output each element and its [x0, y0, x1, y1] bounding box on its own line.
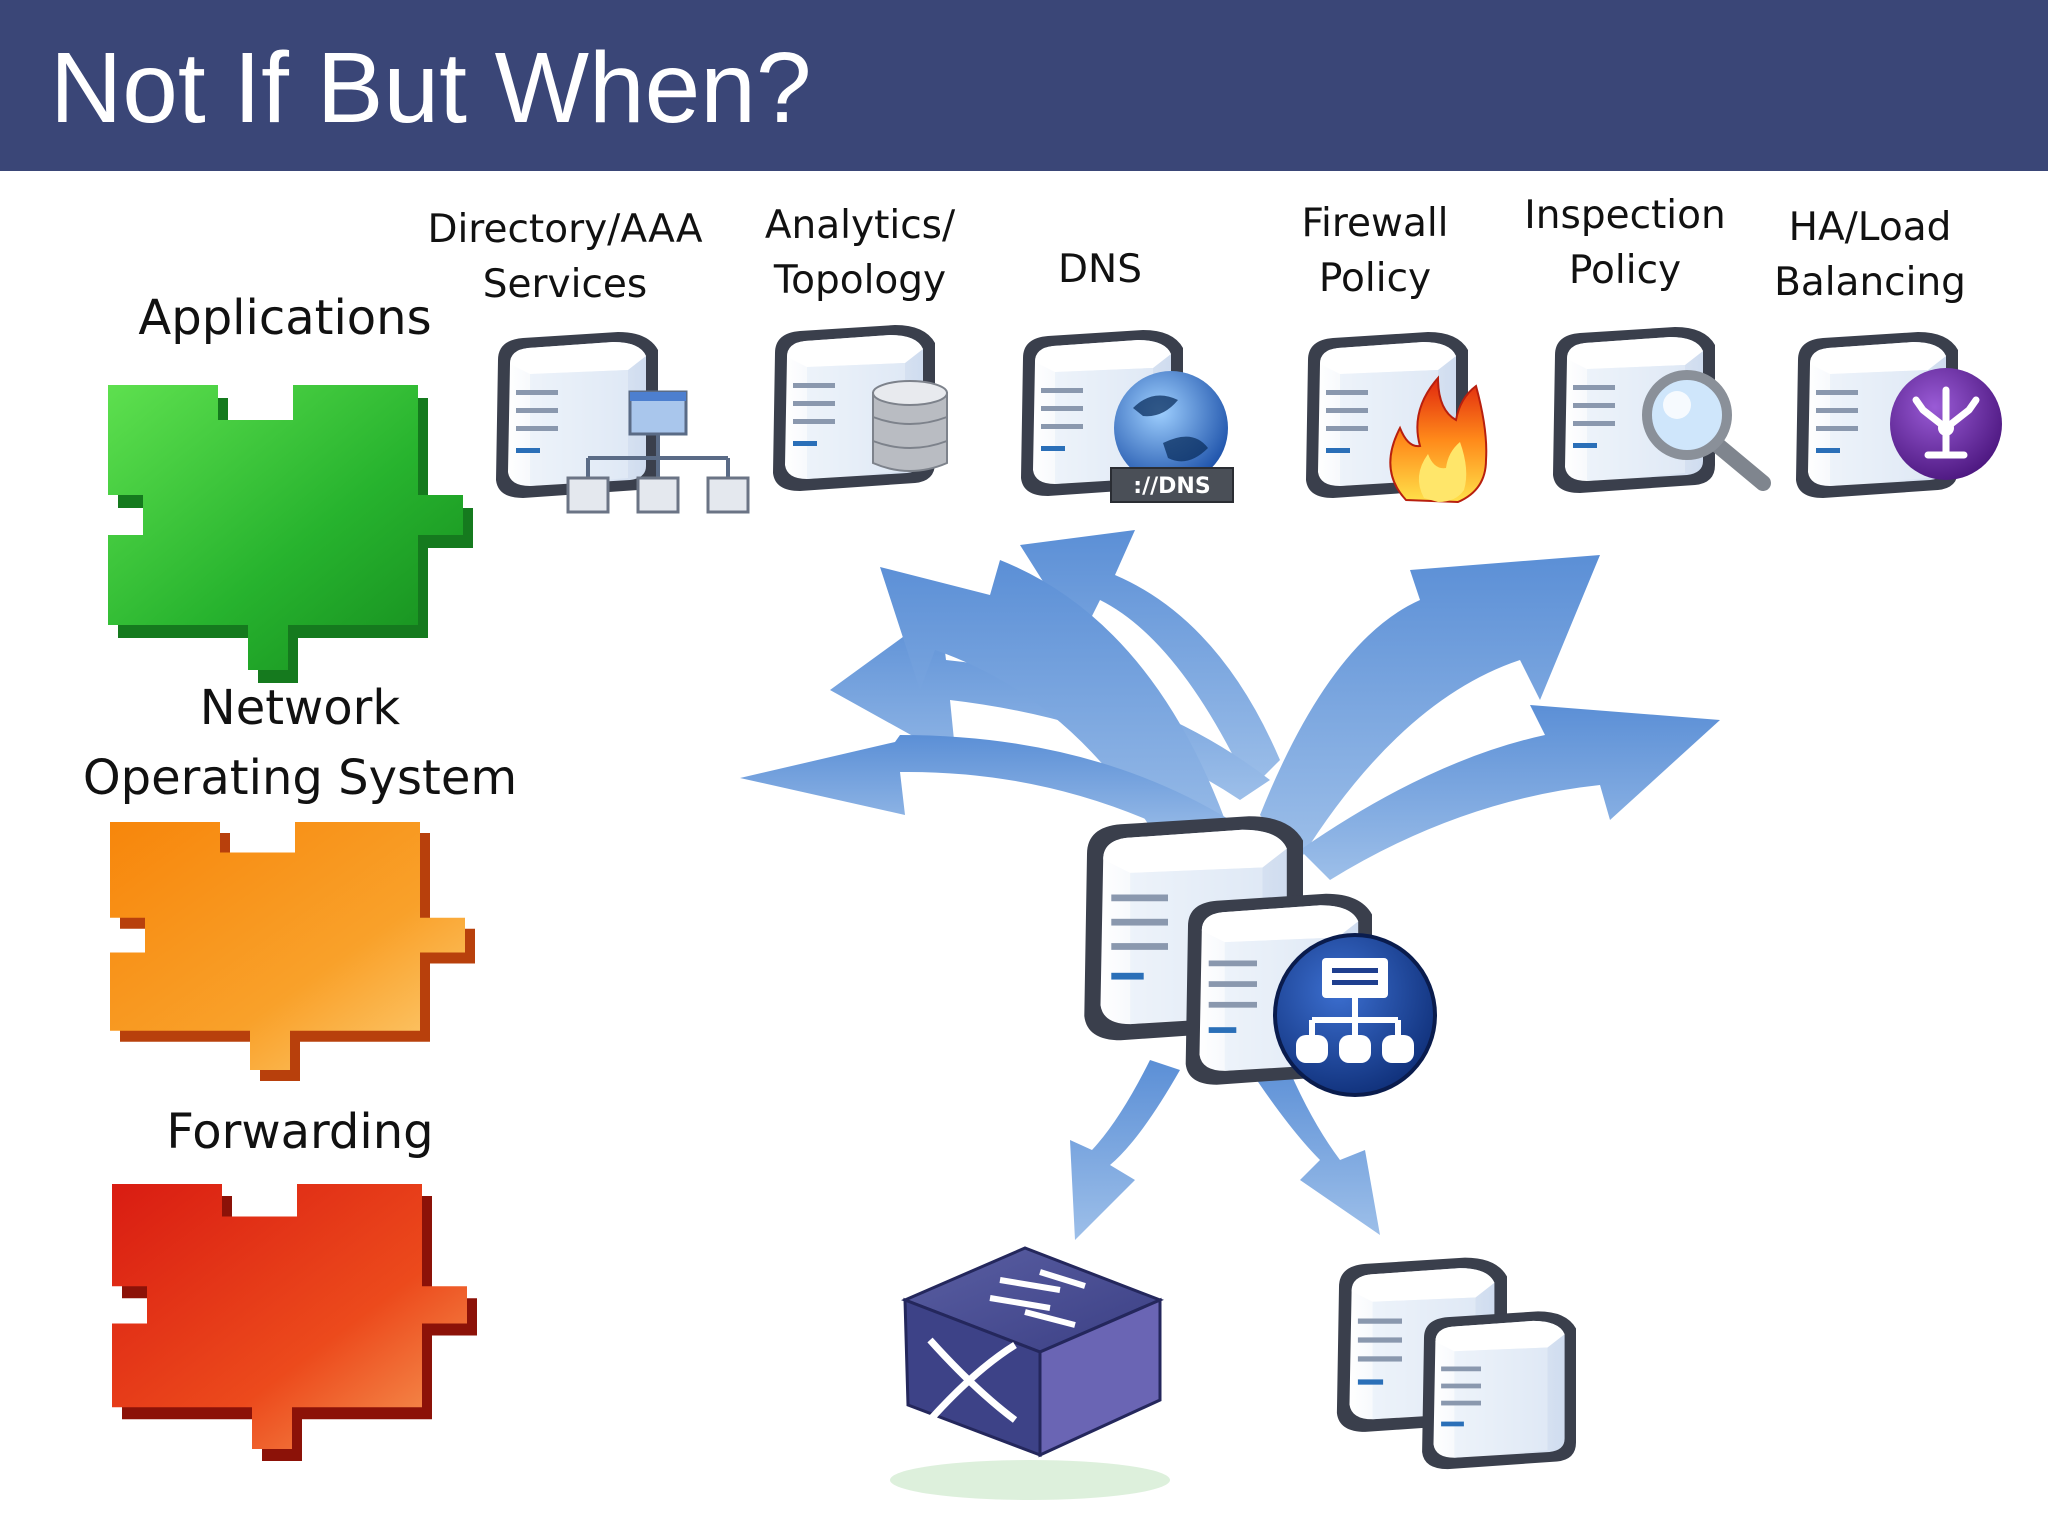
service-label-ha-load-balancing: HA/Load Balancing: [1774, 205, 1966, 306]
slide-title: Not If But When?: [50, 32, 812, 144]
network-controller-icon: [1273, 933, 1437, 1097]
layer-label-forwarding: Forwarding: [166, 1104, 434, 1160]
magnifier-icon: [1642, 370, 1771, 491]
network-switch-icon: [927, 1269, 1086, 1423]
arrows-up: [740, 530, 1720, 1240]
hierarchy-icon: [566, 390, 750, 514]
network-controller: [1084, 816, 1437, 1097]
puzzle-piece-forwarding: [112, 1184, 477, 1462]
server-pair: [1336, 1257, 1576, 1470]
analytics-topology-server: [773, 325, 948, 491]
ha-load-balancing-server: [1796, 332, 2002, 498]
inspection-server: [1553, 327, 1771, 493]
flame-icon: [1389, 375, 1488, 504]
service-label-analytics-topology: Analytics/ Topology: [764, 203, 956, 304]
service-label-inspection-policy: Inspection Policy: [1524, 193, 1726, 294]
server-pair-icon: [1336, 1257, 1576, 1470]
layer-label-applications: Applications: [138, 290, 432, 346]
title-bar: Not If But When?: [0, 0, 2048, 171]
globe-dns-icon: ://DNS: [1110, 371, 1234, 503]
directory-aaa-server: [496, 332, 750, 514]
puzzle-piece-network-os: [110, 822, 475, 1081]
network-switch: [890, 1246, 1170, 1500]
service-label-firewall-policy: Firewall Policy: [1301, 201, 1449, 302]
layer-label-network-os: Network Operating System: [82, 680, 518, 806]
puzzle-piece-applications: [108, 385, 473, 683]
svg-text:://DNS: ://DNS: [1133, 474, 1210, 499]
load-balancer-icon: [1890, 368, 2002, 480]
dns-server: ://DNS: [1021, 330, 1234, 503]
database-icon: [872, 380, 948, 472]
firewall-server: [1306, 332, 1488, 504]
service-label-directory-aaa: Directory/AAA Services: [427, 207, 703, 308]
service-label-dns: DNS: [1058, 247, 1142, 292]
